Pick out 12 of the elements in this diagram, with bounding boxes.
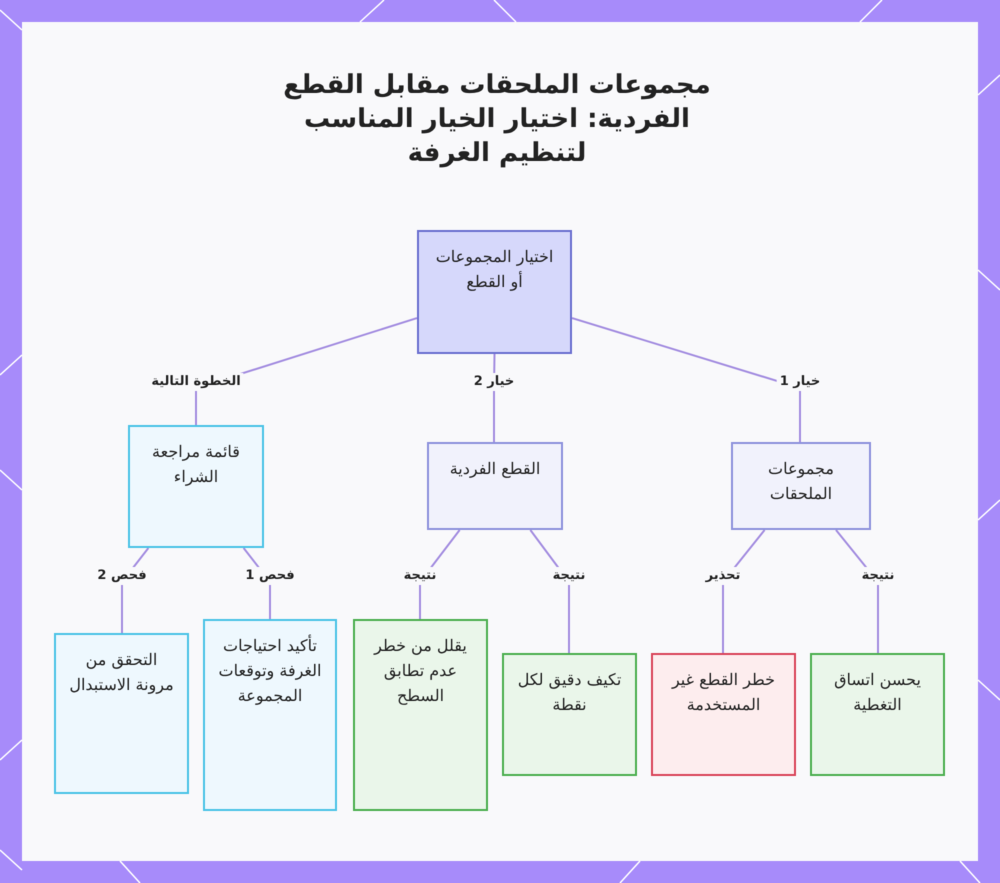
process-box: القطع الفردية: [427, 442, 563, 530]
process-box: يحسن اتساق التغطية: [810, 653, 945, 776]
connector: [572, 317, 801, 442]
process-box: خطر القطع غير المستخدمة: [651, 653, 796, 776]
process-box: تكيف دقيق لكل نقطة: [502, 653, 637, 776]
process-box: مجموعات الملحقات: [731, 442, 871, 530]
process-box: تأكيد احتياجات الغرفة وتوقعات المجموعة: [203, 619, 337, 811]
process-box: اختيار المجموعات أو القطع: [417, 230, 572, 354]
process-box: يقلل من خطر عدم تطابق السطح: [353, 619, 488, 811]
title: مجموعات الملحقات مقابل القطع الفردية: اختيار الخيار المناسب لتنظيم الغرفة: [282, 69, 712, 170]
process-box: قائمة مراجعة الشراء: [128, 425, 264, 548]
process-box: التحقق من مرونة الاستبدال: [54, 633, 189, 794]
